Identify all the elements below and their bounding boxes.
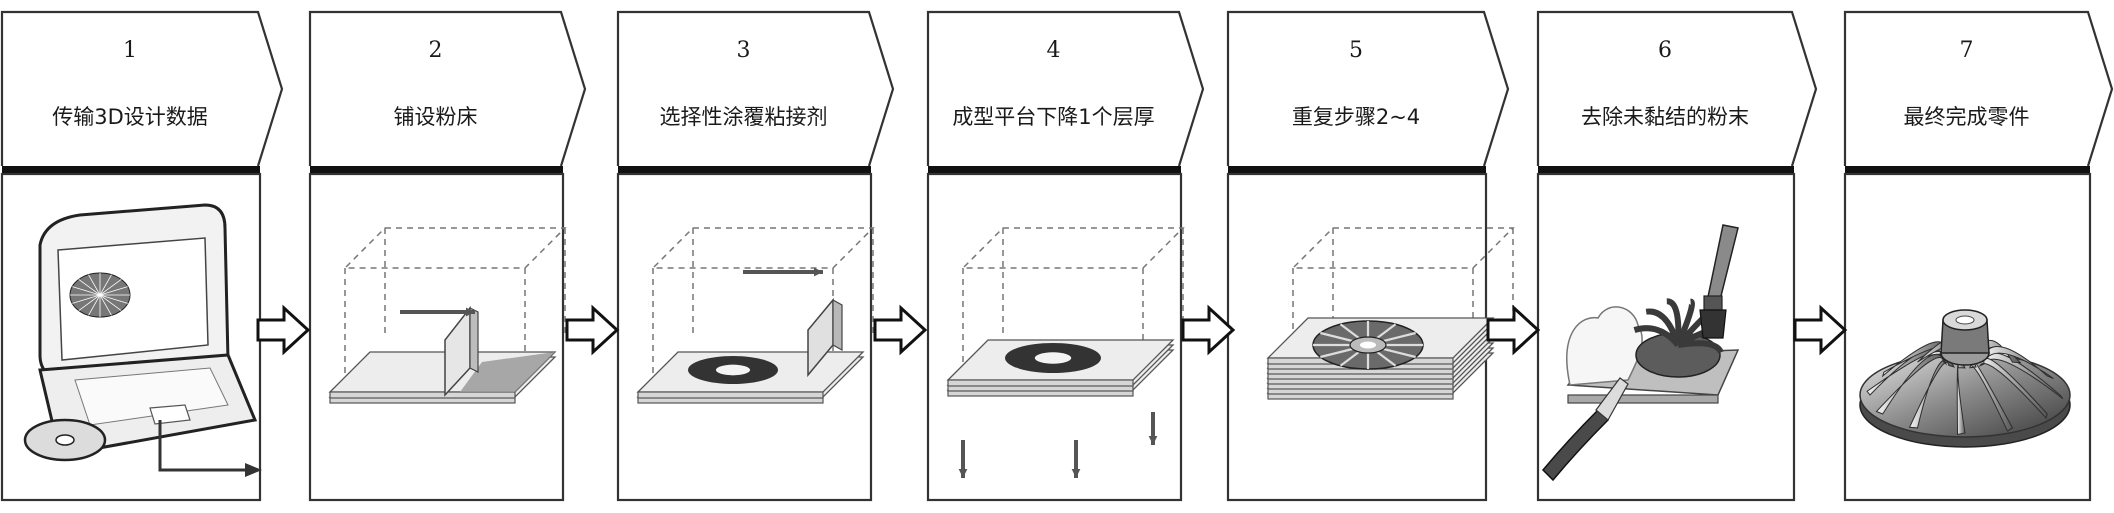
depowdering-brush-icon	[1541, 224, 1740, 482]
connector-arrow-3	[873, 304, 928, 356]
step-5-header-band	[1228, 166, 1486, 174]
platform-lowering-icon	[946, 227, 1185, 478]
step-6-frame	[1536, 10, 1818, 502]
step-2-label: 铺设粉床	[393, 105, 478, 129]
step-1-header-chevron	[0, 10, 284, 167]
scraper-tool	[1541, 377, 1629, 482]
lower-arrow-middle	[1071, 440, 1081, 478]
step-7-label: 最终完成零件	[1903, 105, 2030, 129]
step-3-header-band	[618, 166, 871, 174]
connector-arrow-1	[256, 304, 311, 356]
step-4-header-chevron	[926, 10, 1205, 167]
printhead-direction-arrow	[743, 267, 823, 277]
connector-arrows	[256, 304, 1848, 356]
step-2-frame	[308, 10, 587, 502]
step-3-frame	[616, 10, 895, 502]
impeller-part-icon	[1859, 309, 2071, 448]
laptop-icon	[23, 203, 262, 477]
connector-arrow-6	[1793, 304, 1848, 356]
step-6-number: 6	[1658, 38, 1672, 63]
step-5-partial-part	[1312, 320, 1424, 370]
step-frames	[0, 10, 2114, 502]
cleaning-brush	[1699, 224, 1739, 339]
step-3-number: 3	[736, 38, 751, 63]
connector-arrow-2	[565, 304, 620, 356]
step-4-frame	[926, 10, 1205, 502]
step-6-label: 去除未黏结的粉末	[1581, 105, 1749, 129]
powder-bed-spreading-icon	[328, 227, 567, 404]
step-1-label: 传输3D设计数据	[52, 105, 208, 129]
step-7-number: 7	[1959, 38, 1974, 63]
step-4-number: 4	[1046, 38, 1061, 63]
step-6-header-chevron	[1536, 10, 1818, 167]
step-illustrations	[23, 203, 2071, 482]
step-4-header-band	[928, 166, 1181, 174]
step-1-header-band	[2, 166, 260, 174]
step-3-header-chevron	[616, 10, 895, 167]
step-5-number: 5	[1349, 38, 1363, 63]
step-6-header-band	[1538, 166, 1794, 174]
step-2-number: 2	[428, 38, 443, 63]
binder-printhead-icon	[636, 227, 875, 404]
step-2-header-band	[310, 166, 563, 174]
step-3-printed-layer	[688, 356, 778, 384]
step-2-header-chevron	[308, 10, 587, 167]
spread-direction-arrow	[400, 307, 475, 317]
step-4-printed-layer	[1005, 343, 1101, 373]
layer-repeat-icon	[1266, 227, 1515, 400]
step-3-label: 选择性涂覆粘接剂	[659, 105, 828, 129]
step-7-header-chevron	[1843, 10, 2114, 167]
step-1-number: 1	[123, 38, 137, 63]
step-5-frame	[1226, 10, 1510, 502]
lower-arrow-left	[958, 440, 968, 478]
step-7-header-band	[1845, 166, 2090, 174]
lower-arrow-right	[1148, 412, 1158, 445]
connector-arrow-5	[1486, 304, 1541, 356]
step-4-label: 成型平台下降1个层厚	[952, 105, 1155, 129]
step-5-header-chevron	[1226, 10, 1510, 167]
step-5-label: 重复步骤2~4	[1291, 105, 1421, 129]
connector-arrow-4	[1181, 304, 1236, 356]
